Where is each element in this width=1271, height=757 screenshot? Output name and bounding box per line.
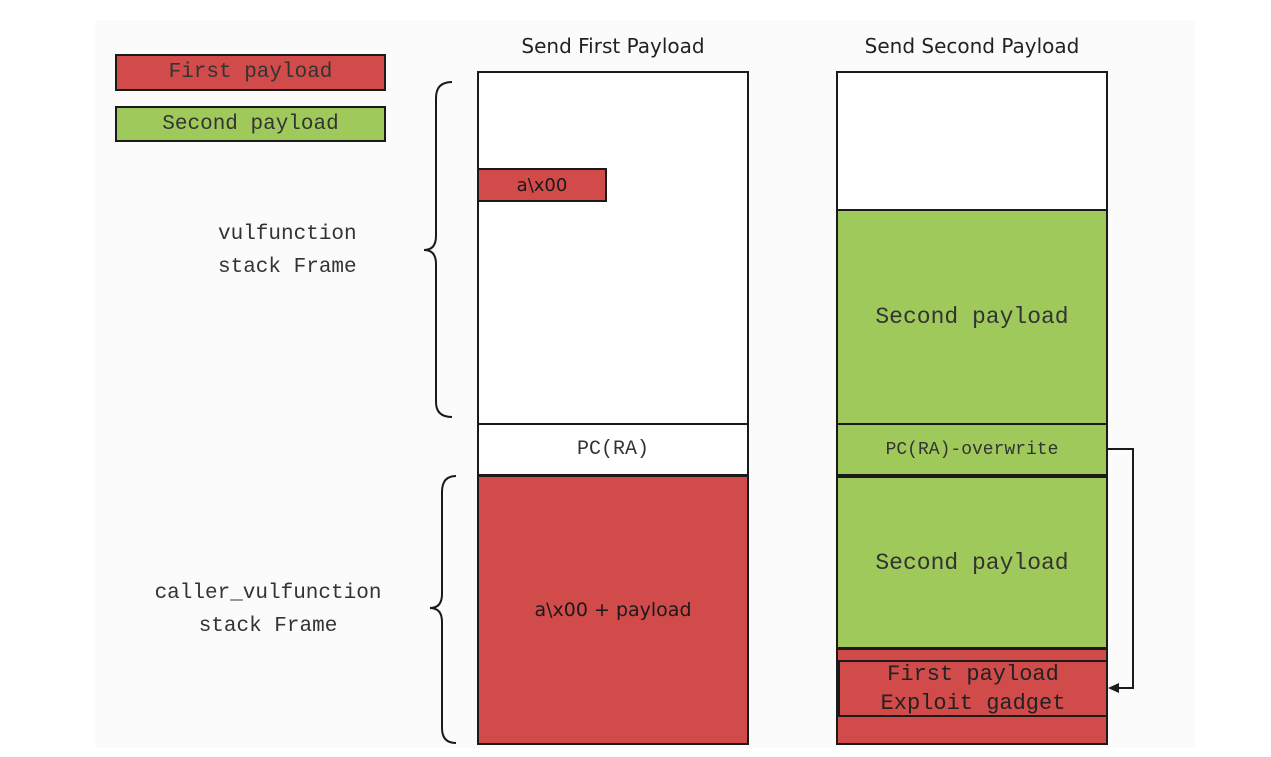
caller-frame-label: caller_vulfunction stack Frame [122,577,414,643]
column1-small-block: a\x00 [477,168,607,202]
column2-gadget-line2: Exploit gadget [880,690,1066,716]
column2-second-payload-top-label: Second payload [875,304,1069,330]
legend-second-payload-label: Second payload [162,112,339,136]
vulfunction-frame-label-line1: vulfunction [218,223,357,246]
column1-pc-ra-label: PC(RA) [576,438,649,461]
column2-second-payload-bottom: Second payload [836,476,1108,649]
column2-title: Send Second Payload [864,34,1080,58]
column1-title: Send First Payload [521,34,705,58]
vulfunction-frame-label: vulfunction stack Frame [218,218,357,284]
column2-second-payload-top: Second payload [836,209,1108,425]
column1-vulfunction-frame [477,71,749,425]
column1-caller-block-label: a\x00 + payload [534,599,692,621]
column2-exploit-gadget: First payload Exploit gadget [838,660,1108,717]
column2-gadget-line1: First payload [887,661,1059,687]
caller-frame-label-line2: stack Frame [198,615,338,638]
caller-brace [429,475,457,744]
column2-second-payload-bottom-label: Second payload [875,549,1069,576]
overwrite-arrowhead [1108,683,1119,693]
column1-caller-block: a\x00 + payload [477,475,749,745]
column2-pc-ra-overwrite: PC(RA)-overwrite [836,423,1108,476]
legend-second-payload: Second payload [115,106,386,142]
column1-pc-ra: PC(RA) [477,423,749,476]
legend-first-payload-label: First payload [168,61,333,84]
vulfunction-brace [423,81,453,418]
overwrite-arrow [1108,448,1134,689]
column1-small-block-label: a\x00 [516,174,568,196]
column2-top-empty [836,71,1108,211]
caller-frame-label-line1: caller_vulfunction [154,582,382,605]
legend-first-payload: First payload [115,54,386,91]
column2-pc-ra-overwrite-label: PC(RA)-overwrite [885,439,1059,460]
vulfunction-frame-label-line2: stack Frame [218,256,357,279]
